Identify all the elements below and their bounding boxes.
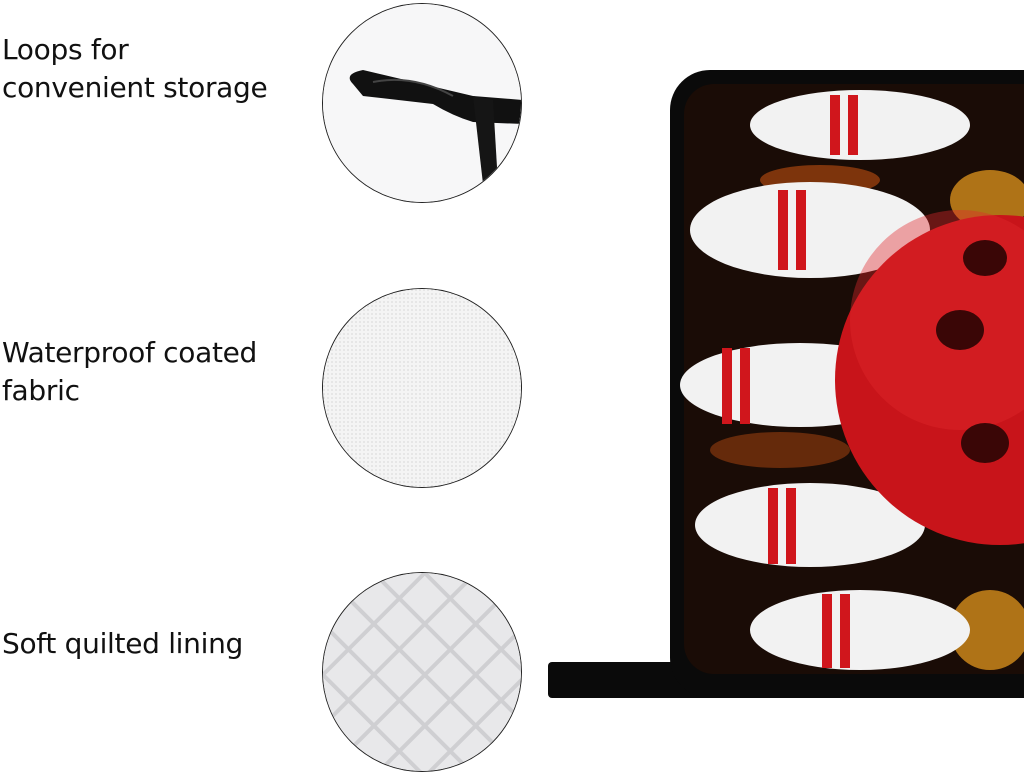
hanging-loop-icon — [322, 3, 522, 203]
feature-label-lining: Soft quilted lining — [2, 625, 243, 663]
feature-label-loops: Loops for convenient storage — [2, 31, 268, 107]
bowling-pins — [680, 90, 970, 670]
label-line: Waterproof coated — [2, 336, 258, 369]
quilted-lining-icon — [322, 572, 522, 772]
label-line: fabric — [2, 374, 80, 407]
label-line: Soft quilted lining — [2, 627, 244, 660]
label-line: convenient storage — [2, 71, 268, 104]
label-line: Loops for — [2, 33, 129, 66]
flames — [710, 165, 1024, 670]
bowling-ball — [835, 215, 1024, 545]
fabric-texture-icon — [322, 288, 522, 488]
feature-label-fabric: Waterproof coated fabric — [2, 334, 257, 410]
